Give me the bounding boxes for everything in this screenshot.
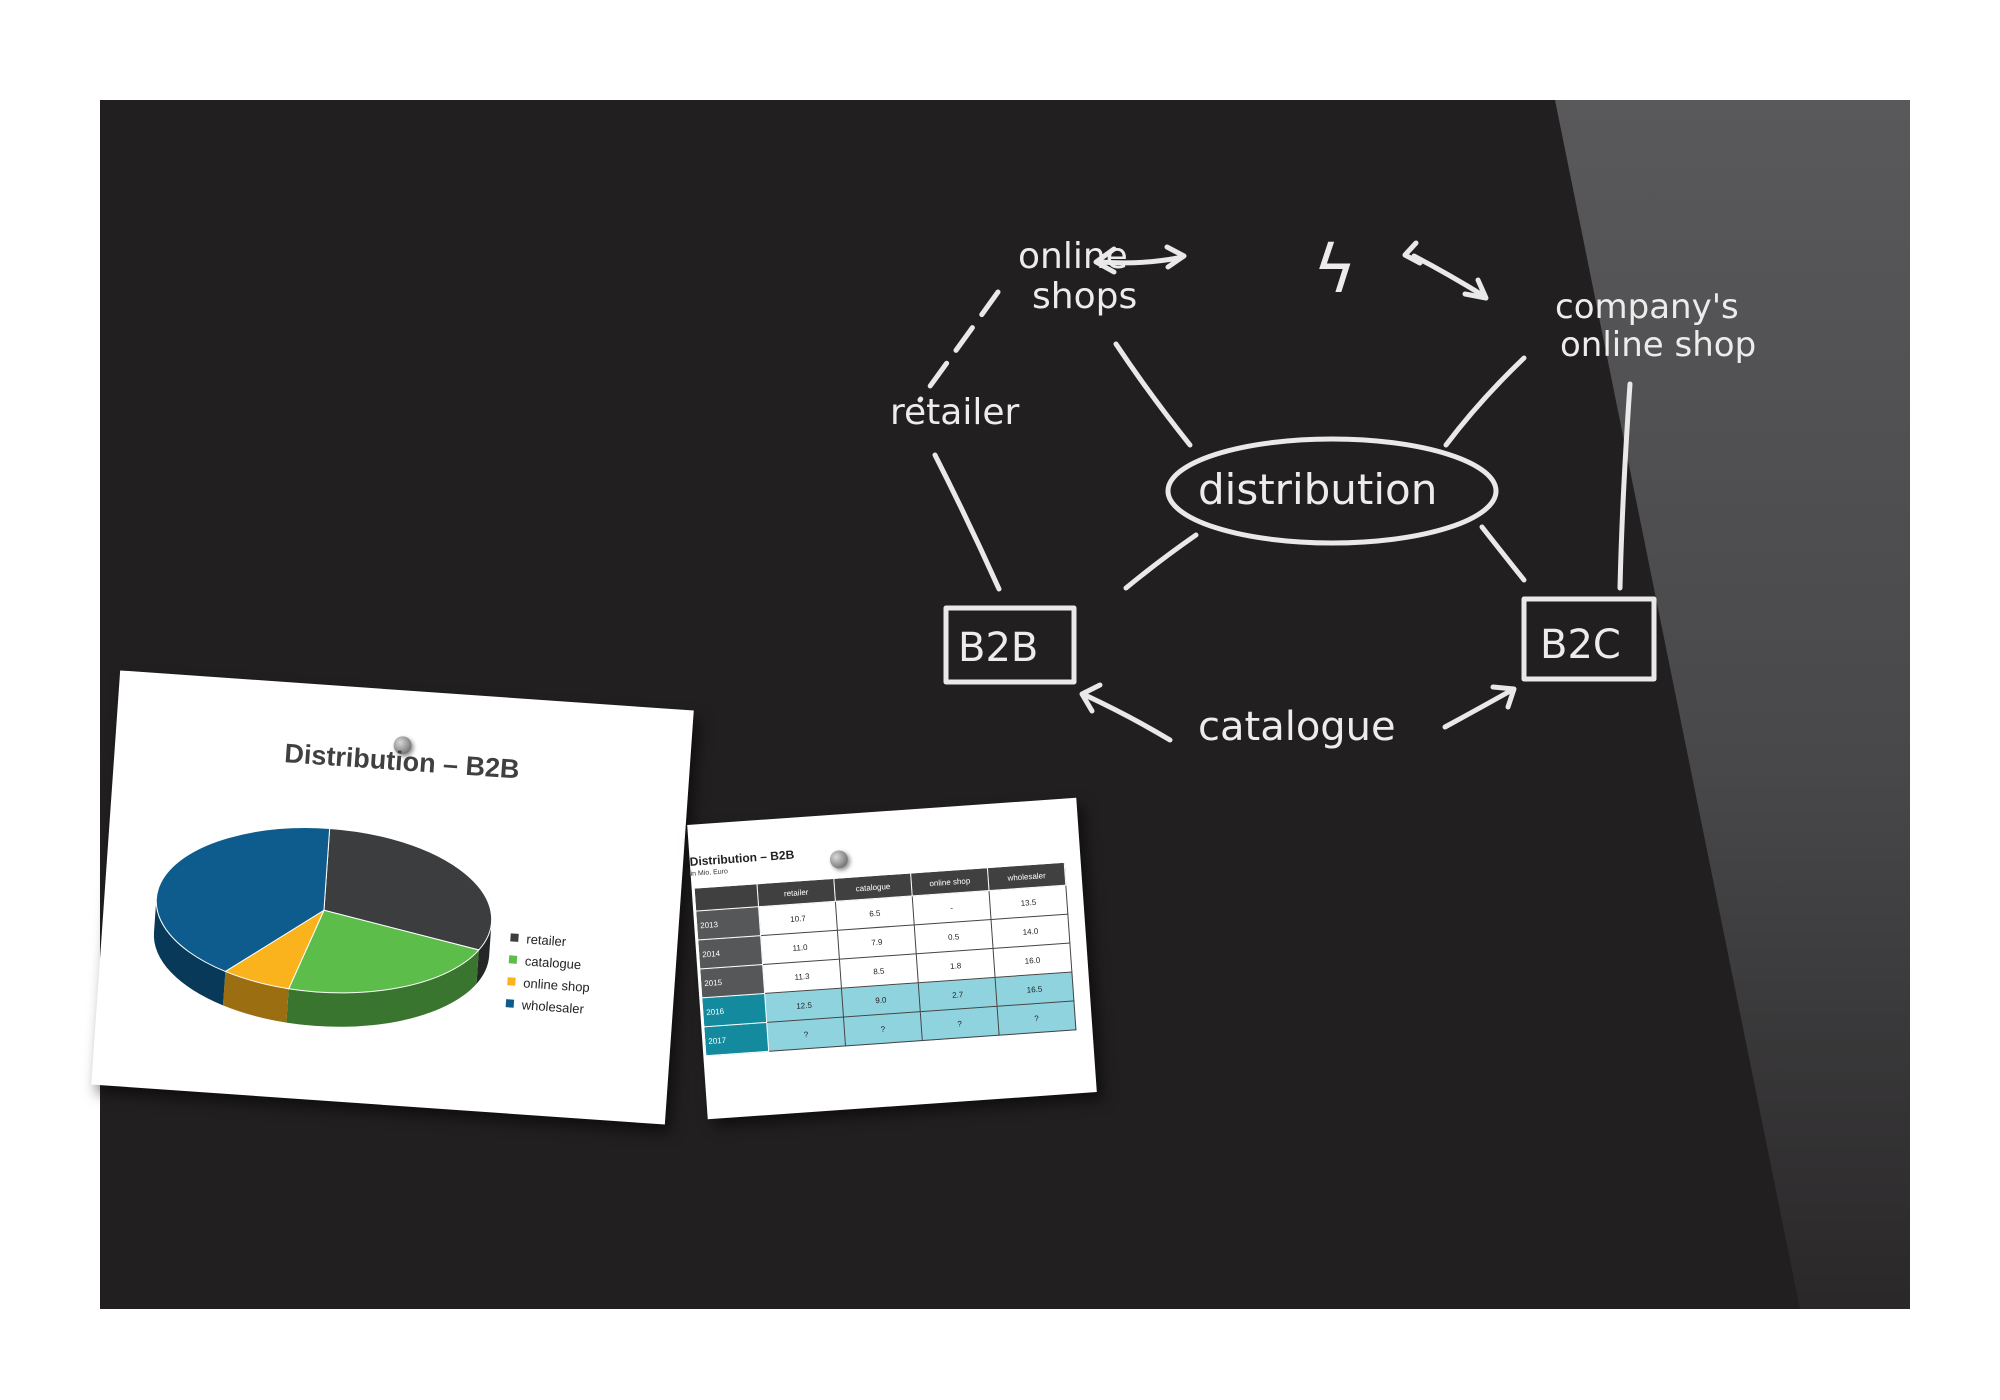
table-row-year: 2017: [703, 1022, 769, 1056]
pie-slice-catalogue: [287, 909, 480, 994]
conflict-symbol: ϟ: [1313, 231, 1357, 308]
table-cell: ?: [843, 1011, 923, 1046]
label-b2c: B2C: [1540, 622, 1621, 668]
legend-swatch: [508, 955, 518, 964]
data-table: retailer catalogue online shop wholesale…: [694, 862, 1077, 1057]
pie-side-online-shop: [222, 971, 289, 1023]
distribution-sketch: ϟ online shops company's online shop ret…: [890, 231, 1756, 750]
table-row-year: 2016: [701, 993, 767, 1027]
label-retailer: retailer: [890, 392, 1019, 433]
label-company-shop-1: company's: [1555, 287, 1739, 327]
pie-slice-wholesaler: [155, 827, 331, 973]
legend-swatch: [507, 977, 516, 986]
legend-label: wholesaler: [521, 996, 585, 1017]
legend-swatch: [510, 933, 519, 942]
distribution-ellipse: [1165, 436, 1499, 546]
magnet-icon: [829, 849, 849, 870]
table-cell: ?: [920, 1006, 1000, 1041]
b2c-box: [1521, 596, 1657, 682]
b2b-box: [943, 605, 1077, 685]
table-subtitle: in Mio. Euro: [690, 868, 729, 878]
pie-side-wholesaler: [153, 898, 226, 1006]
table-cell: ?: [766, 1017, 846, 1052]
label-b2b: B2B: [958, 625, 1038, 671]
table-cell: ?: [997, 1000, 1076, 1036]
legend-label: catalogue: [524, 952, 582, 972]
pie-side-catalogue: [286, 949, 479, 1027]
pie-chart: [153, 827, 493, 1027]
legend-label: online shop: [522, 974, 591, 995]
table-row-year: 2014: [697, 935, 763, 969]
label-distribution: distribution: [1198, 465, 1437, 514]
legend-swatch: [505, 999, 515, 1008]
table-row-year: 2013: [695, 906, 761, 941]
arrow-online-conflict: [1097, 255, 1181, 266]
pie-chart-card: Distribution – B2B retailer catalogue on…: [91, 670, 694, 1125]
arrow-conflict-company: [1411, 253, 1487, 299]
label-company-shop-2: online shop: [1560, 325, 1756, 365]
label-online-shops-2: shops: [1032, 276, 1137, 317]
pie-slice-retailer: [323, 827, 493, 951]
legend-label: retailer: [525, 930, 567, 949]
table-row-year: 2015: [699, 964, 765, 998]
label-catalogue: catalogue: [1198, 704, 1396, 750]
label-online-shops-1: online: [1018, 236, 1128, 277]
chart-legend: retailer catalogue online shop wholesale…: [505, 926, 593, 1020]
table-card: Distribution – B2B in Mio. Euro retailer…: [687, 797, 1097, 1120]
legend-item-wholesaler: wholesaler: [505, 992, 589, 1020]
dashed-line: [917, 289, 1001, 403]
table-title: Distribution – B2B: [689, 847, 795, 869]
